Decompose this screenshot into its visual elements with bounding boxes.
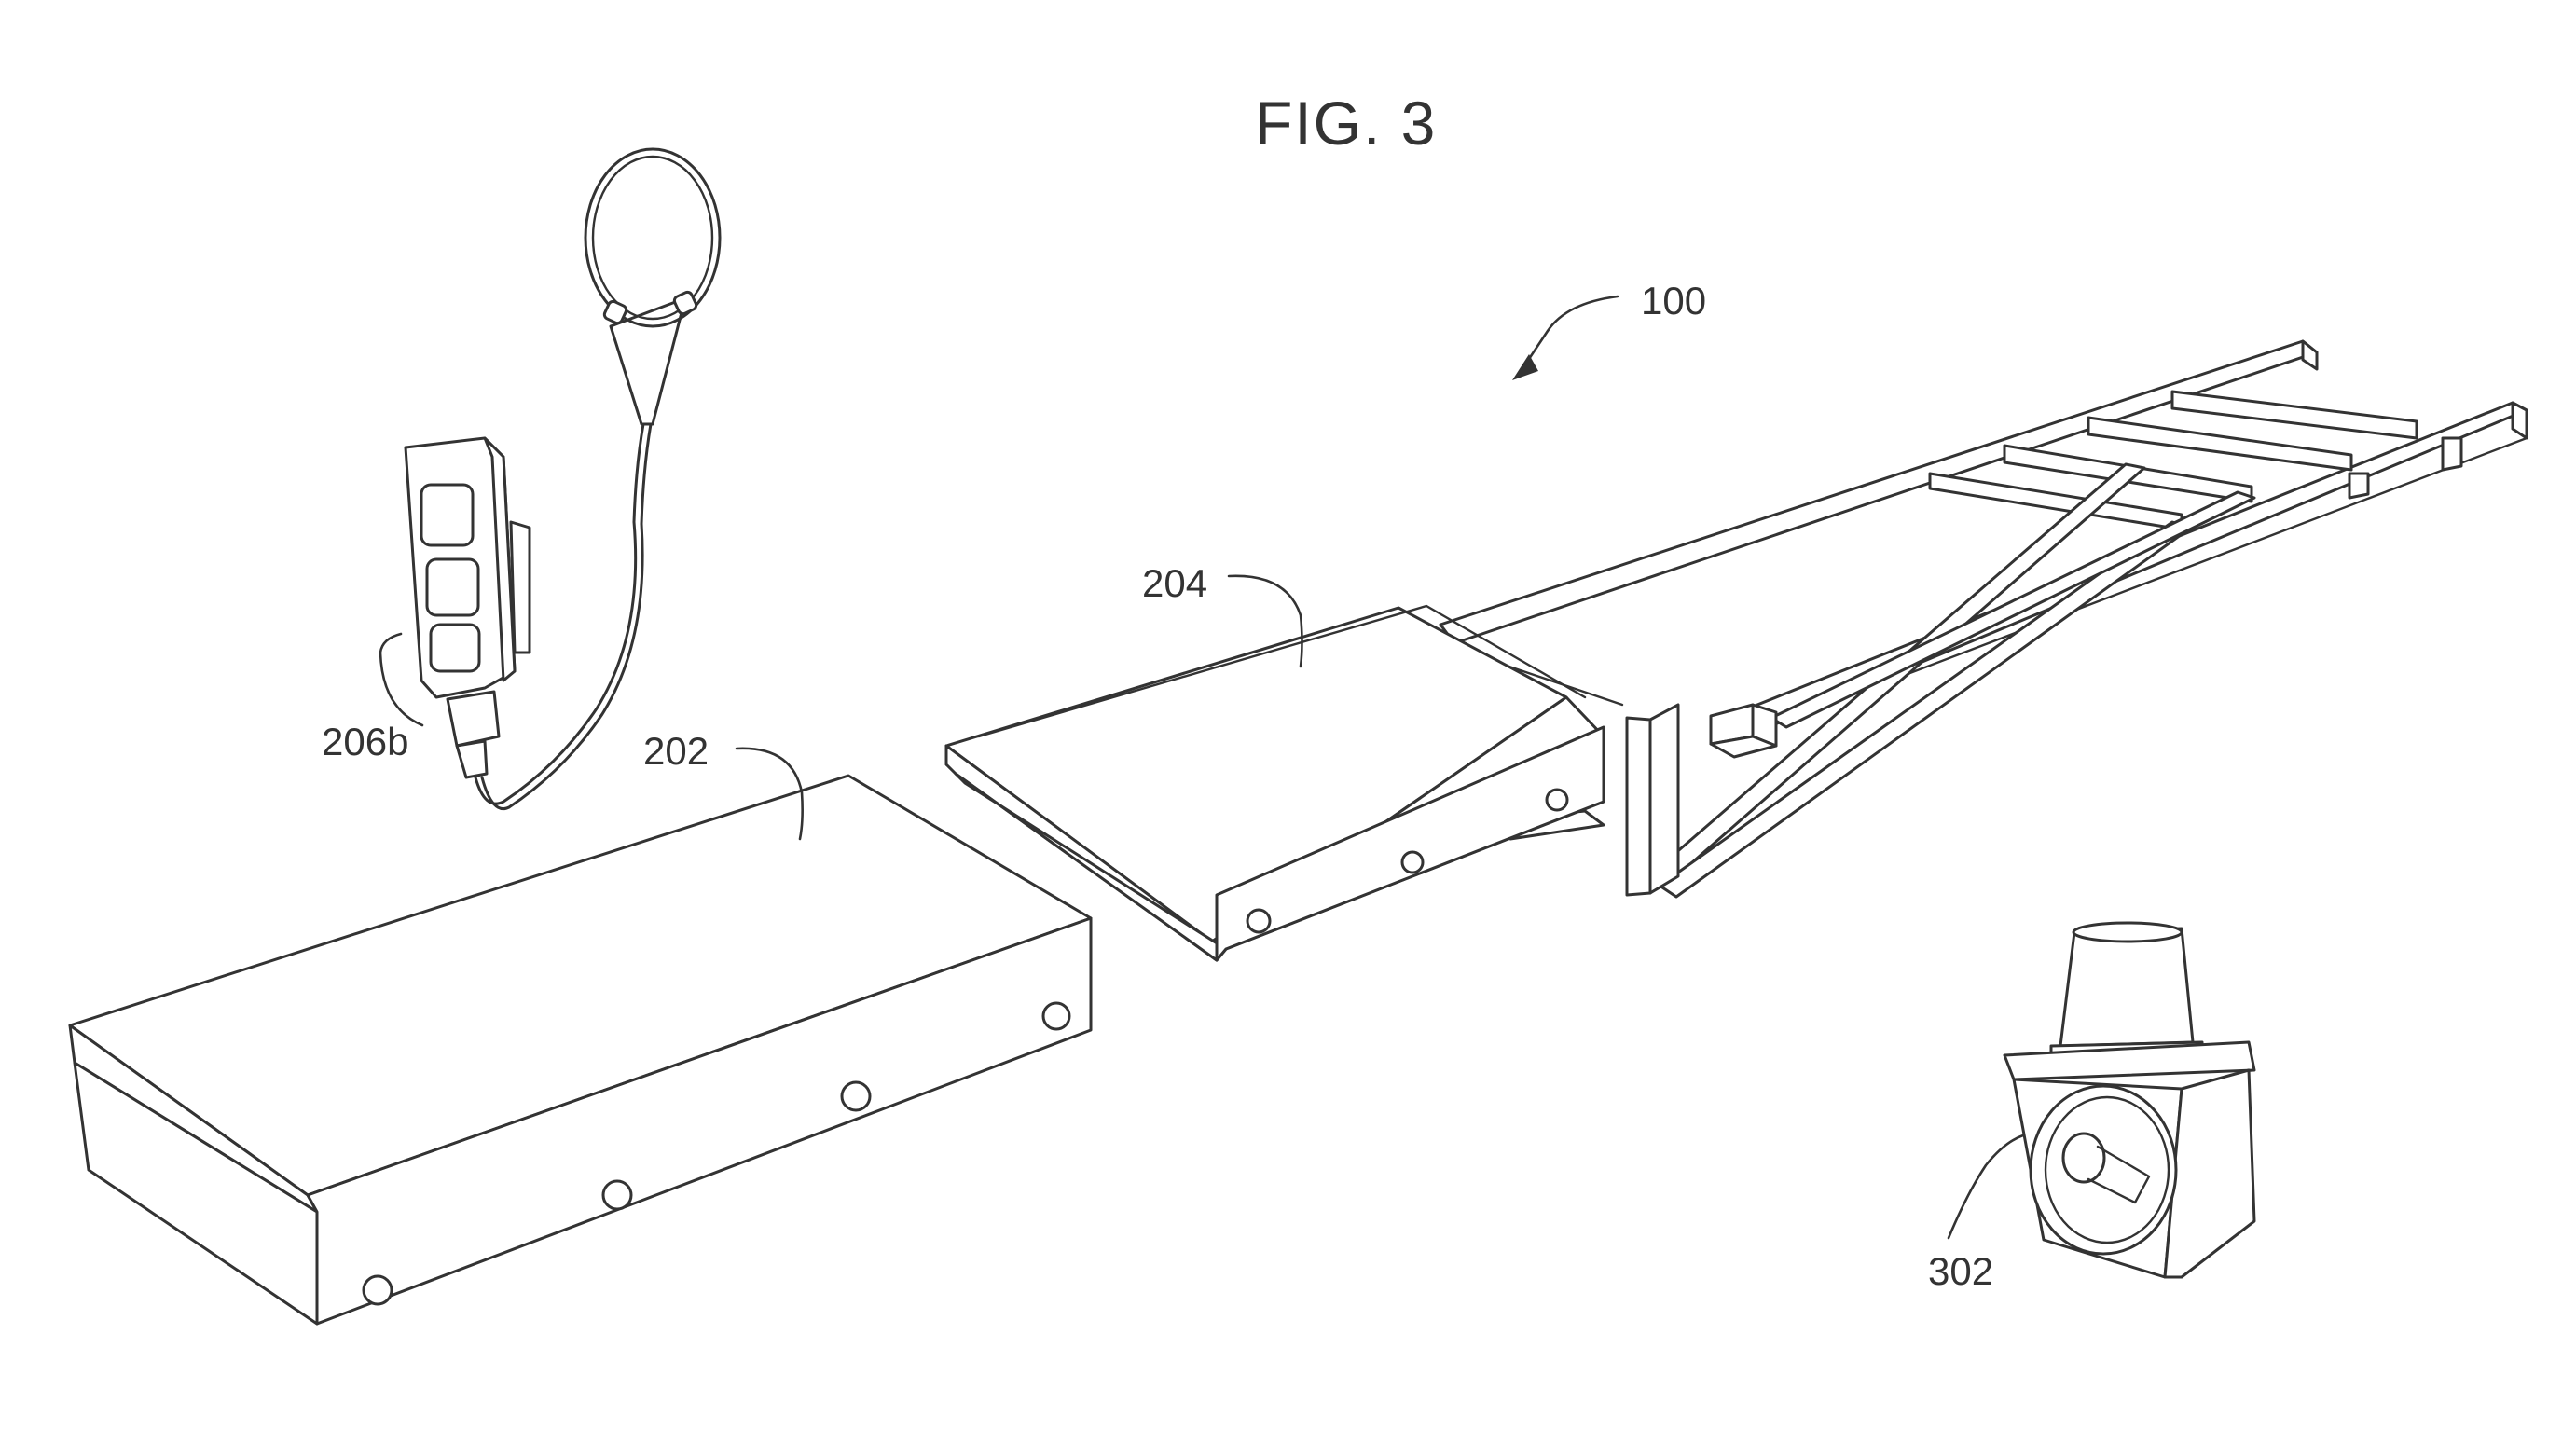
module-204-port [1545,788,1569,812]
leader-204 [1227,574,1303,668]
leader-206b [379,632,424,727]
module-204 [944,604,1605,962]
module-204-port [1400,850,1425,874]
label-302: 302 [1928,1249,1993,1293]
module-202-port [362,1274,393,1306]
label-206b: 206b [322,720,408,763]
module-202-port [601,1179,633,1211]
module-202 [68,774,1093,1326]
label-202: 202 [643,729,709,773]
label-204: 204 [1142,561,1207,605]
figure-title: FIG. 3 [1255,89,1437,158]
leader-202 [735,747,804,841]
module-202-port [1041,1001,1071,1031]
leader-100 [1512,295,1619,380]
module-204-port [1246,908,1272,934]
module-202-port [840,1080,872,1112]
fixture-302 [2003,921,2256,1279]
pendant-unit [404,147,722,810]
leader-302 [1947,1134,2025,1240]
ladder-frame [1439,339,2528,899]
label-100: 100 [1641,279,1706,323]
